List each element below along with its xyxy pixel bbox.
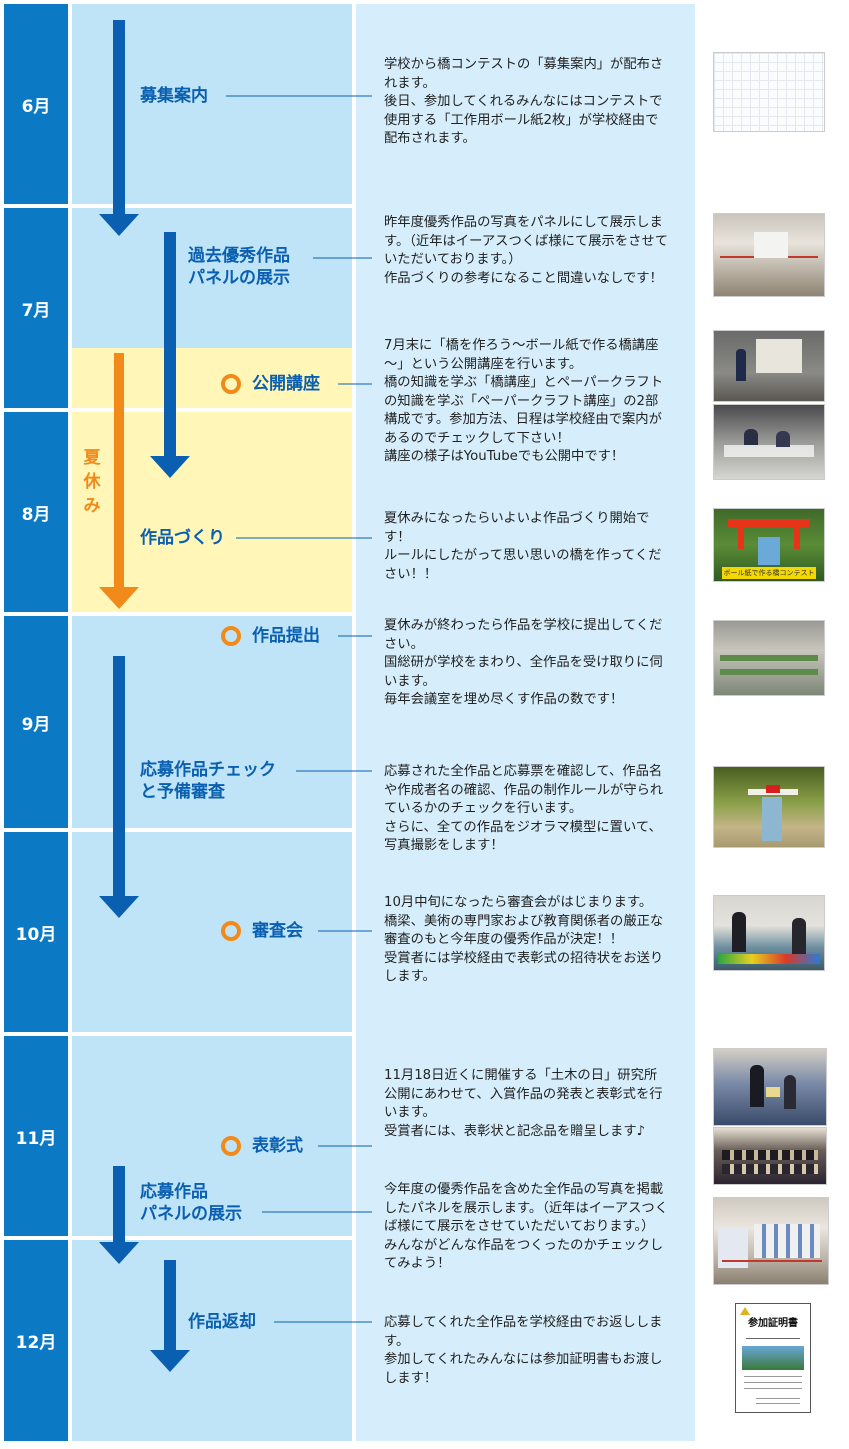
event-marker-award — [221, 1136, 241, 1156]
arrow-head — [150, 1350, 190, 1372]
month-august: 8月 — [4, 412, 68, 612]
desc-submit: 夏休みが終わったら作品を学校に提出してください。 国総研が学校をまわり、全作品を… — [384, 618, 663, 707]
band-december — [72, 1240, 352, 1441]
month-label: 6月 — [21, 96, 51, 117]
desc-check: 応募された全作品と応募票を確認して、作品名や作成者名の確認、作品の制作ルールが守… — [384, 764, 664, 853]
arrow-blue-past-panel — [164, 232, 176, 458]
arrow-head — [99, 1242, 139, 1264]
month-label: 11月 — [15, 1128, 57, 1149]
event-marker-judging — [221, 921, 241, 941]
arrow-head — [150, 456, 190, 478]
description-panel — [356, 4, 695, 1441]
photo-judging — [713, 895, 825, 971]
certificate-title: 参加証明書 — [748, 1318, 798, 1329]
desc-recruit: 学校から橋コンテストの「募集案内」が配布されます。 後日、参加してくれるみんなに… — [384, 57, 664, 146]
photo-lecture-2 — [713, 404, 825, 480]
step-return: 作品返却 — [188, 1312, 256, 1332]
arrow-orange-summer — [114, 353, 124, 589]
arrow-blue-return — [164, 1260, 176, 1352]
month-label: 8月 — [21, 504, 51, 525]
arrow-head — [99, 896, 139, 918]
month-label: 12月 — [15, 1333, 57, 1353]
desc-award: 11月18日近くに開催する「土木の日」研究所公開にあわせて、入賞作品の発表と表彰… — [384, 1068, 663, 1139]
arrow-head — [99, 214, 139, 236]
photo-award-1 — [713, 1048, 827, 1126]
event-marker-lecture — [221, 374, 241, 394]
month-october: 10月 — [4, 832, 68, 1032]
desc-lecture: 7月末に「橋を作ろう～ボール紙で作る橋講座～」という公開講座を行います。 橋の知… — [384, 338, 664, 464]
photo-award-2 — [713, 1127, 827, 1185]
month-label: 9月 — [21, 714, 51, 735]
photo-banner: ボール紙で作る橋コンテスト — [722, 567, 816, 579]
step-judging: 審査会 — [252, 921, 303, 941]
desc-entry-panel: 今年度の優秀作品を含めた全作品の写真を掲載したパネルを展示します。（近年はイーア… — [384, 1182, 669, 1271]
desc-return: 応募してくれた全作品を学校経由でお返しします。 参加してくれたみんなには参加証明… — [384, 1315, 663, 1386]
step-past-panel: 過去優秀作品 パネルの展示 — [188, 246, 290, 288]
step-check: 応募作品チェック と予備審査 — [140, 760, 276, 802]
step-making: 作品づくり — [140, 528, 225, 548]
photo-panel-exhibit-past — [713, 213, 825, 297]
photo-submitted-works — [713, 620, 825, 696]
event-marker-submit — [221, 626, 241, 646]
step-submit: 作品提出 — [252, 626, 320, 646]
photo-diorama — [713, 766, 825, 848]
month-november: 11月 — [4, 1036, 68, 1236]
arrow-blue-entry-panel — [113, 1166, 125, 1244]
desc-past-panel: 昨年度優秀作品の写真をパネルにして展示します。（近年はイーアスつくば様にて展示を… — [384, 215, 669, 286]
photo-lecture-1 — [713, 330, 825, 402]
photo-graph-paper — [713, 52, 825, 132]
arrow-head — [99, 587, 139, 609]
month-label: 7月 — [21, 300, 51, 321]
step-lecture: 公開講座 — [252, 374, 320, 394]
month-december: 12月 — [4, 1240, 68, 1441]
step-entry-panel: 応募作品 パネルの展示 — [140, 1182, 242, 1224]
arrow-blue-check — [113, 656, 125, 898]
month-july: 7月 — [4, 208, 68, 408]
photo-bridge-model: ボール紙で作る橋コンテスト — [713, 508, 825, 582]
month-label: 10月 — [15, 924, 57, 945]
participation-certificate: 参加証明書 — [735, 1303, 811, 1413]
month-september: 9月 — [4, 616, 68, 828]
arrow-blue-recruit — [113, 20, 125, 216]
step-recruit: 募集案内 — [140, 86, 208, 106]
photo-panel-exhibit-entries — [713, 1197, 829, 1285]
summer-vacation-label: 夏休み — [83, 448, 101, 516]
desc-making: 夏休みになったらいよいよ作品づくり開始です！ ルールにしたがって思い思いの橋を作… — [384, 511, 662, 582]
step-award: 表彰式 — [252, 1136, 303, 1156]
month-june: 6月 — [4, 4, 68, 204]
desc-judging: 10月中旬になったら審査会がはじまります。 橋梁、美術の専門家および教育関係者の… — [384, 895, 664, 984]
